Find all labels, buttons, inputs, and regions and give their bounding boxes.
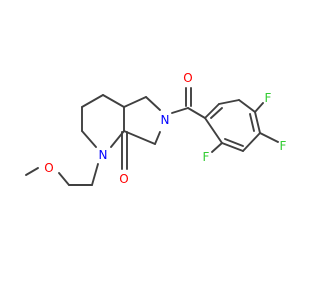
bond (259, 132, 279, 143)
bond (81, 130, 97, 148)
bond (91, 163, 99, 186)
bond (249, 113, 255, 132)
bond (204, 117, 223, 144)
bond (123, 96, 147, 108)
atom-label-layer: O N O N O F F F (44, 71, 286, 186)
ether-oxygen-label: O (44, 161, 53, 175)
bond-layer (25, 87, 279, 186)
bond (224, 138, 244, 147)
bond (242, 132, 261, 152)
lactam-nitrogen-label: N (99, 148, 108, 162)
bond (210, 107, 223, 119)
bond (25, 167, 39, 176)
bond (238, 99, 256, 113)
background (0, 0, 300, 300)
para-fluorine-label: F (280, 139, 287, 153)
bond (123, 130, 156, 145)
molecule-structure-diagram: O N O N O F F F (0, 0, 300, 300)
bond (171, 107, 189, 114)
meta-fluorine-label: F (265, 91, 272, 105)
lactam-oxygen-label: O (119, 172, 128, 186)
pyrrolidine-nitrogen-label: N (161, 113, 170, 127)
bond (254, 102, 264, 113)
bond (58, 172, 70, 186)
bond (221, 142, 244, 152)
bond (187, 107, 206, 119)
bond (81, 94, 104, 108)
ortho-fluorine-label: F (203, 150, 210, 164)
bond (218, 99, 240, 105)
bond (102, 94, 125, 108)
carbonyl-oxygen-label: O (183, 71, 192, 85)
bond (204, 103, 220, 119)
bond (154, 131, 161, 145)
bond (211, 142, 223, 153)
bond (145, 96, 161, 111)
bond (254, 111, 261, 134)
